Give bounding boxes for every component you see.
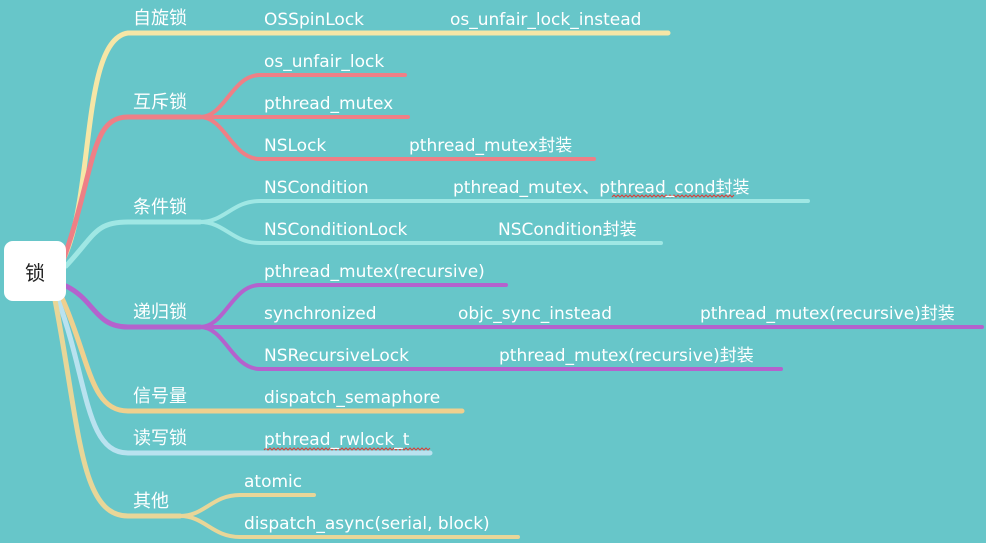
node-os-unfair-lock[interactable]: os_unfair_lock (264, 52, 385, 72)
node-synchronized[interactable]: synchronized (264, 304, 377, 324)
root-label: 锁 (25, 260, 45, 285)
node-nslock-detail[interactable]: pthread_mutex封装 (409, 136, 573, 156)
node-objc-sync-instead[interactable]: objc_sync_instead (458, 304, 612, 324)
node-nsconditionlock-detail[interactable]: NSCondition封装 (498, 220, 637, 240)
node-dispatch-semaphore[interactable]: dispatch_semaphore (264, 388, 441, 408)
node-synchronized-detail[interactable]: pthread_mutex(recursive)封装 (700, 304, 955, 324)
spellcheck-underline (611, 194, 735, 198)
category-recursive[interactable]: 递归锁 (133, 302, 187, 323)
branch-condition-1 (198, 199, 810, 224)
category-rwlock[interactable]: 读写锁 (133, 428, 187, 449)
branch-rwlock (55, 297, 433, 456)
branch-recursive (63, 283, 203, 330)
branch-recursive-3 (198, 325, 783, 371)
spellcheck-underline (263, 447, 431, 451)
node-os-unfair-lock-instead[interactable]: os_unfair_lock_instead (450, 10, 642, 30)
branch-other-1 (178, 493, 316, 518)
node-nslock[interactable]: NSLock (264, 136, 327, 156)
root-node[interactable]: 锁 (4, 241, 66, 301)
node-nsconditionlock[interactable]: NSConditionLock (264, 220, 408, 240)
node-pthread-mutex[interactable]: pthread_mutex (264, 94, 394, 114)
branch-other-2 (178, 514, 520, 539)
node-dispatch-async[interactable]: dispatch_async(serial, block) (244, 514, 490, 534)
category-spin[interactable]: 自旋锁 (133, 8, 187, 29)
branch-mutex (61, 114, 203, 261)
node-nsrecursivelock-detail[interactable]: pthread_mutex(recursive)封装 (499, 346, 754, 366)
node-pthread-mutex-recursive[interactable]: pthread_mutex(recursive) (264, 262, 485, 282)
branch-condition (63, 219, 203, 269)
branch-other (52, 297, 183, 519)
node-pthread-rwlock[interactable]: pthread_rwlock_t (264, 430, 410, 450)
node-nscondition-detail[interactable]: pthread_mutex、pthread_cond封装 (453, 178, 750, 198)
branch-condition-2 (198, 220, 663, 245)
category-semaphore[interactable]: 信号量 (133, 386, 187, 407)
node-osspinlock[interactable]: OSSpinLock (264, 10, 365, 30)
branch-mutex-3 (198, 115, 596, 161)
node-nsrecursivelock[interactable]: NSRecursiveLock (264, 346, 409, 366)
category-condition[interactable]: 条件锁 (133, 197, 187, 218)
category-other[interactable]: 其他 (133, 491, 169, 512)
node-nscondition[interactable]: NSCondition (264, 178, 369, 198)
node-atomic[interactable]: atomic (244, 472, 303, 492)
branch-semaphore (59, 295, 465, 414)
category-mutex[interactable]: 互斥锁 (133, 92, 187, 113)
